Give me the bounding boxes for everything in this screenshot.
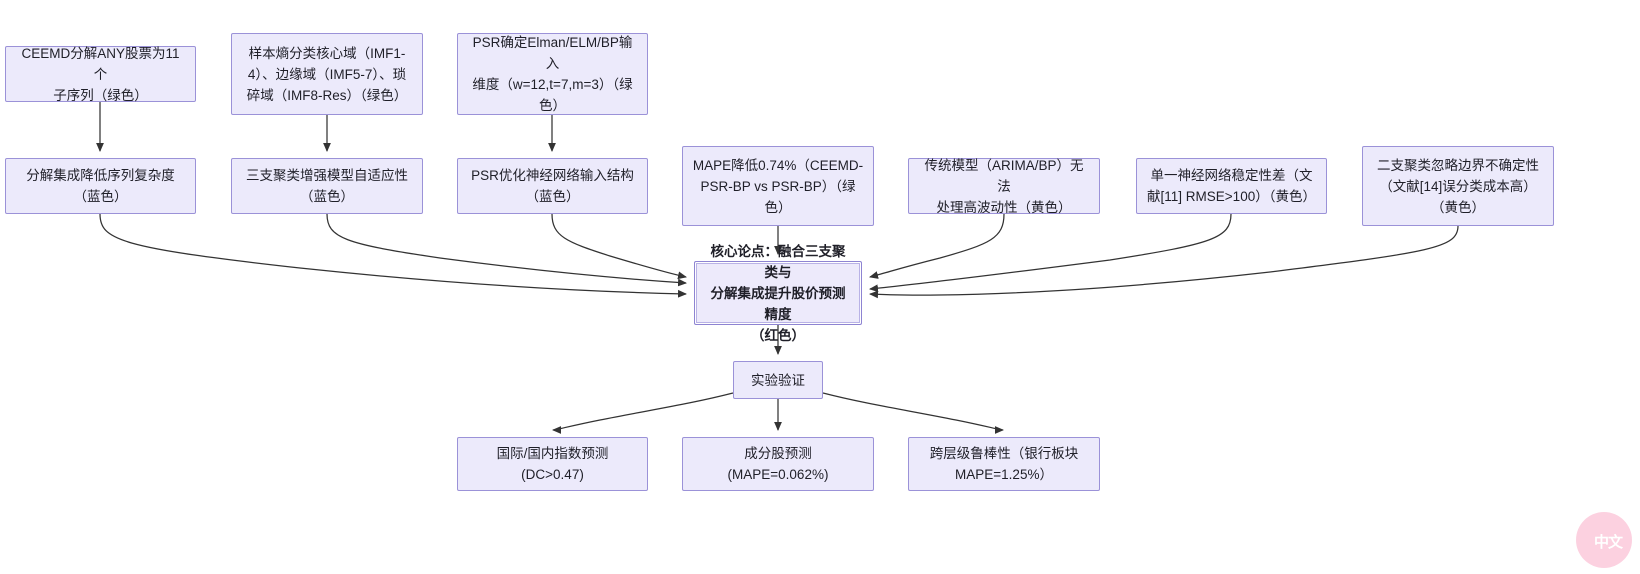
node-core-thesis[interactable]: 核心论点：融合三支聚类与 分解集成提升股价预测精度 （红色） [694,244,862,343]
edge-n11-n14 [822,392,1004,434]
node-psr-optimizes-network-input[interactable]: PSR优化神经网络输入结构 （蓝色） [457,158,648,214]
node-index-prediction-result[interactable]: 国际/国内指数预测 (DC>0.47) [457,437,648,491]
node-constituent-stock-result[interactable]: 成分股预测 (MAPE=0.062%) [682,437,874,491]
edge-n4-core [99,213,687,298]
node-label: 国际/国内指数预测 (DC>0.47) [496,446,609,482]
edge-n6-core [551,213,687,280]
node-three-way-clustering-adaptivity[interactable]: 三支聚类增强模型自适应性 （蓝色） [231,158,423,214]
node-label: 三支聚类增强模型自适应性 （蓝色） [246,168,408,204]
node-label: 跨层级鲁棒性（银行板块 MAPE=1.25%） [929,446,1079,482]
node-experimental-validation[interactable]: 实验验证 [733,361,823,399]
node-decomposition-reduces-complexity[interactable]: 分解集成降低序列复杂度 （蓝色） [5,158,196,214]
node-label: 分解集成降低序列复杂度 （蓝色） [26,168,175,204]
node-single-network-instability[interactable]: 单一神经网络稳定性差（文 献[11] RMSE>100）（黄色） [1136,158,1327,214]
node-label: 实验验证 [751,372,805,388]
node-label: 成分股预测 (MAPE=0.062%) [727,446,829,482]
node-label: 核心论点：融合三支聚类与 分解集成提升股价预测精度 （红色） [710,243,846,343]
node-sample-entropy-domains[interactable]: 样本熵分类核心域（IMF1- 4）、边缘域（IMF5-7）、琐 碎域（IMF8-… [231,33,423,115]
node-label: PSR确定Elman/ELM/BP输入 维度（w=12,t=7,m=3）（绿 色… [472,35,633,113]
node-label: 传统模型（ARIMA/BP）无法 处理高波动性（黄色） [924,157,1084,215]
watermark-badge: 中文 [1576,512,1632,568]
node-ceemd-decompose[interactable]: CEEMD分解ANY股票为11个 子序列（绿色） [5,46,196,103]
edge-n11-n12 [552,392,734,434]
node-label: MAPE降低0.74%（CEEMD- PSR-BP vs PSR-BP）（绿 色… [692,157,864,215]
node-label: PSR优化神经网络输入结构 （蓝色） [471,168,634,204]
node-label: 样本熵分类核心域（IMF1- 4）、边缘域（IMF5-7）、琐 碎域（IMF8-… [246,45,408,103]
edge-n10-core [869,225,1459,299]
node-mape-reduction[interactable]: MAPE降低0.74%（CEEMD- PSR-BP vs PSR-BP）（绿 色… [682,146,874,226]
node-traditional-model-limitation[interactable]: 传统模型（ARIMA/BP）无法 处理高波动性（黄色） [908,158,1100,215]
node-label: CEEMD分解ANY股票为11个 子序列（绿色） [21,45,180,103]
edge-n9-core [869,213,1232,293]
node-label: 二支聚类忽略边界不确定性 （文献[14]误分类成本高） （黄色） [1377,157,1539,215]
node-two-way-clustering-boundary[interactable]: 二支聚类忽略边界不确定性 （文献[14]误分类成本高） （黄色） [1362,146,1554,226]
watermark-label: 中文 [1593,533,1623,551]
node-label: 单一神经网络稳定性差（文 献[11] RMSE>100）（黄色） [1147,168,1316,204]
edge-n8-core [869,213,1005,279]
node-psr-input-dimension[interactable]: PSR确定Elman/ELM/BP输入 维度（w=12,t=7,m=3）（绿 色… [457,33,648,115]
node-cross-level-robustness-result[interactable]: 跨层级鲁棒性（银行板块 MAPE=1.25%） [908,437,1100,491]
edge-n5-core [326,213,687,287]
